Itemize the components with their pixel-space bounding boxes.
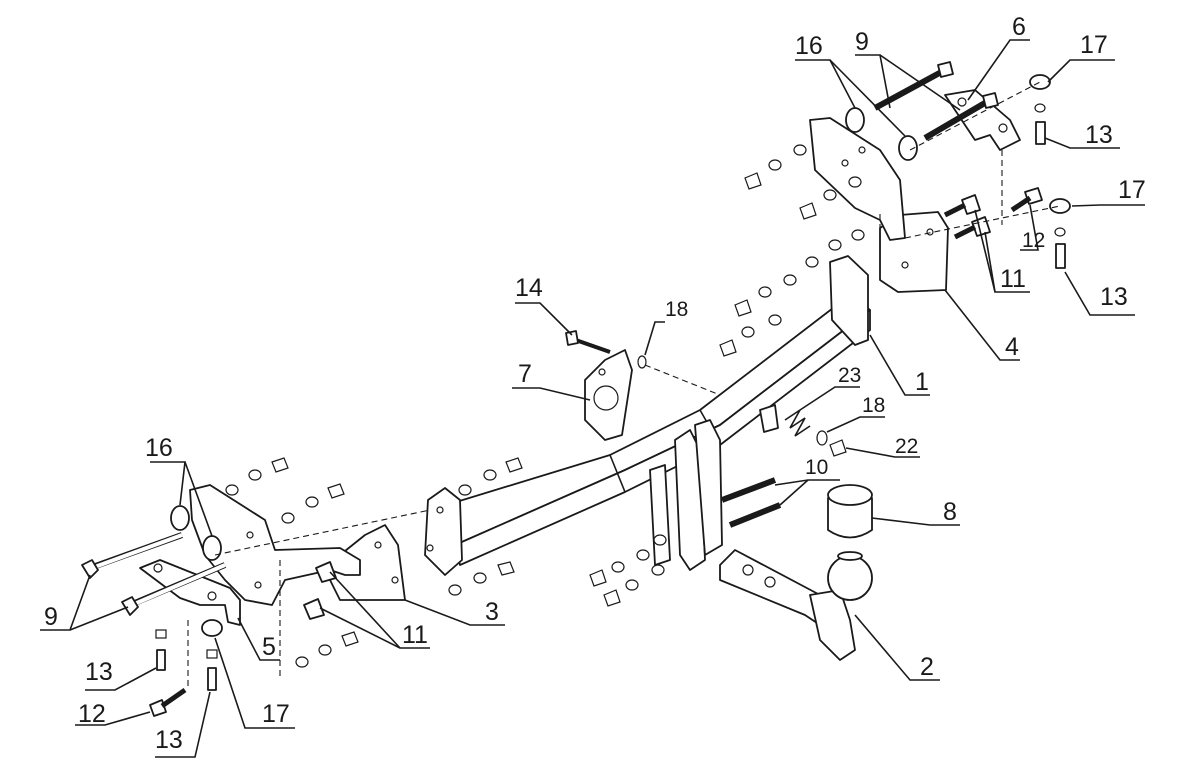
leader-lines [40, 39, 1145, 758]
small-bracket-5 [139, 559, 241, 626]
socket-plate [584, 349, 633, 441]
callout-16-right: 16 [795, 32, 823, 60]
callout-13-right-lower: 13 [1100, 283, 1128, 311]
callout-23: 23 [838, 364, 861, 387]
callout-1: 1 [915, 368, 929, 396]
callout-17-left: 17 [262, 700, 290, 728]
alignment-lines [187, 81, 1061, 690]
callout-2: 2 [920, 653, 934, 681]
ball-cap [827, 484, 873, 539]
callout-8: 8 [943, 498, 957, 526]
tow-ball-assembly [719, 549, 873, 661]
callout-22: 22 [895, 435, 918, 458]
callout-18-upper: 18 [665, 298, 688, 321]
callout-5: 5 [262, 633, 276, 661]
callout-13-right-upper: 13 [1085, 121, 1113, 149]
callout-4: 4 [1005, 333, 1019, 361]
callout-6: 6 [1012, 13, 1026, 41]
callout-14: 14 [515, 274, 543, 302]
callout-labels: 1 2 3 4 5 6 7 8 9 9 10 11 11 12 12 13 13… [44, 13, 1146, 754]
callout-13-left-upper: 13 [85, 658, 113, 686]
callout-11-left: 11 [402, 621, 428, 649]
callout-11-right: 11 [1000, 265, 1026, 293]
callout-16-left: 16 [145, 434, 173, 462]
callout-13-left-lower: 13 [155, 726, 183, 754]
left-bracket [329, 524, 406, 601]
callout-18-lower: 18 [862, 394, 885, 417]
callout-12-left: 12 [78, 700, 106, 728]
callout-12-right: 12 [1022, 229, 1045, 252]
callout-10: 10 [805, 456, 828, 479]
right-end-plate [829, 255, 869, 346]
fasteners [81, 61, 1071, 717]
callout-9-left: 9 [44, 603, 58, 631]
callout-3: 3 [485, 598, 499, 626]
callout-9-right: 9 [855, 28, 869, 56]
callout-17-right-upper: 17 [1080, 31, 1108, 59]
callout-17-right-lower: 17 [1118, 176, 1146, 204]
left-end-plate [424, 487, 463, 576]
callout-7: 7 [518, 360, 532, 388]
